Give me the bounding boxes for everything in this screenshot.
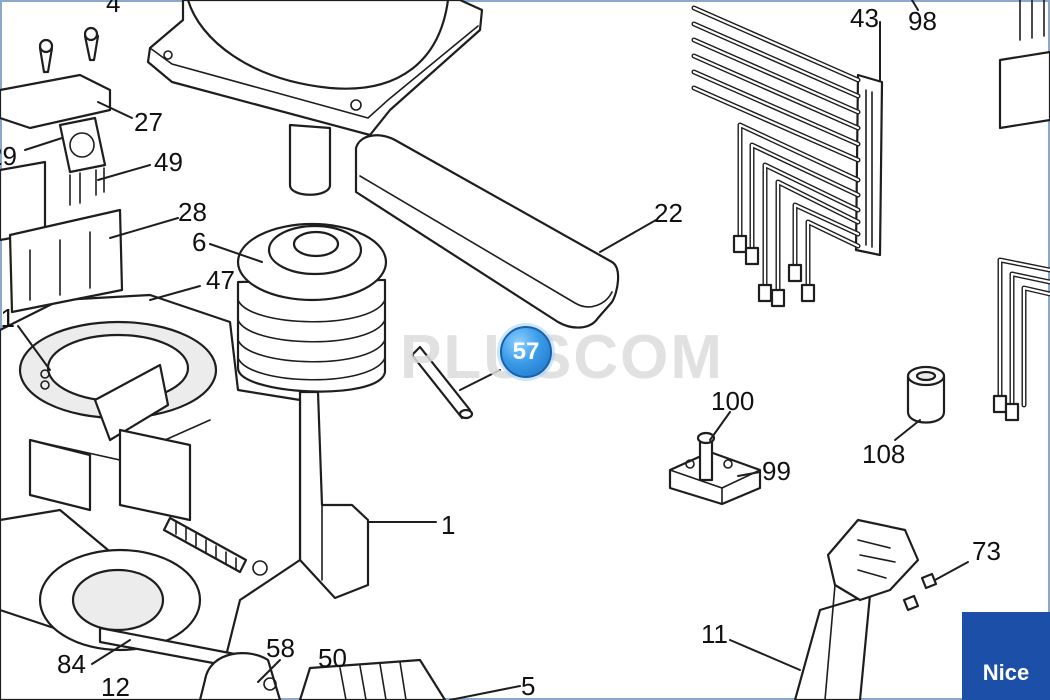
part-right-edge-wires	[992, 0, 1050, 422]
callout-50: 50	[318, 643, 347, 673]
callout-12: 12	[101, 672, 130, 700]
callout-43: 43	[850, 3, 879, 33]
part-top-left-components	[0, 26, 124, 314]
callout-4: 4	[106, 0, 121, 18]
part-lower-gears	[198, 652, 447, 700]
harness-bottom-wires	[737, 122, 861, 298]
callout-71: 71	[0, 303, 15, 333]
part-pulley	[236, 222, 388, 393]
part-spacer	[906, 365, 946, 424]
watermark-text: PLUSCOM	[400, 323, 724, 392]
callout-108: 108	[862, 439, 906, 469]
callout-47: 47	[206, 265, 235, 295]
harness-connectors	[732, 234, 816, 308]
part-pin	[410, 345, 474, 420]
callout-11: 11	[701, 619, 728, 649]
callout-99: 99	[762, 456, 791, 486]
callout-58: 58	[266, 633, 295, 663]
leader-lines	[17, 0, 969, 700]
callout-6: 6	[192, 227, 207, 257]
part-main-body	[298, 390, 370, 600]
part-cover-strip	[354, 134, 620, 329]
callout-28: 28	[178, 197, 207, 227]
page-badge: 57	[500, 326, 552, 378]
part-wire-harness	[691, 5, 884, 308]
callout-27: 27	[134, 107, 163, 137]
part-motor-flange	[146, 0, 484, 196]
callout-22: 22	[654, 198, 683, 228]
callout-73: 73	[972, 536, 1001, 566]
callout-100: 100	[711, 386, 755, 416]
callout-1: 1	[441, 510, 456, 540]
callout-84: 84	[57, 649, 86, 679]
callout-29: 29	[0, 141, 17, 171]
part-terminal-block	[668, 431, 762, 506]
harness-top-wires	[691, 5, 861, 163]
callout-5: 5	[521, 671, 536, 700]
part-set-screws	[902, 572, 938, 612]
part-bracket-arm	[793, 518, 920, 700]
callout-49: 49	[154, 147, 183, 177]
brand-logo: Nice	[962, 612, 1050, 700]
part-gearbox-housing	[0, 293, 302, 700]
callout-98: 98	[908, 6, 937, 36]
